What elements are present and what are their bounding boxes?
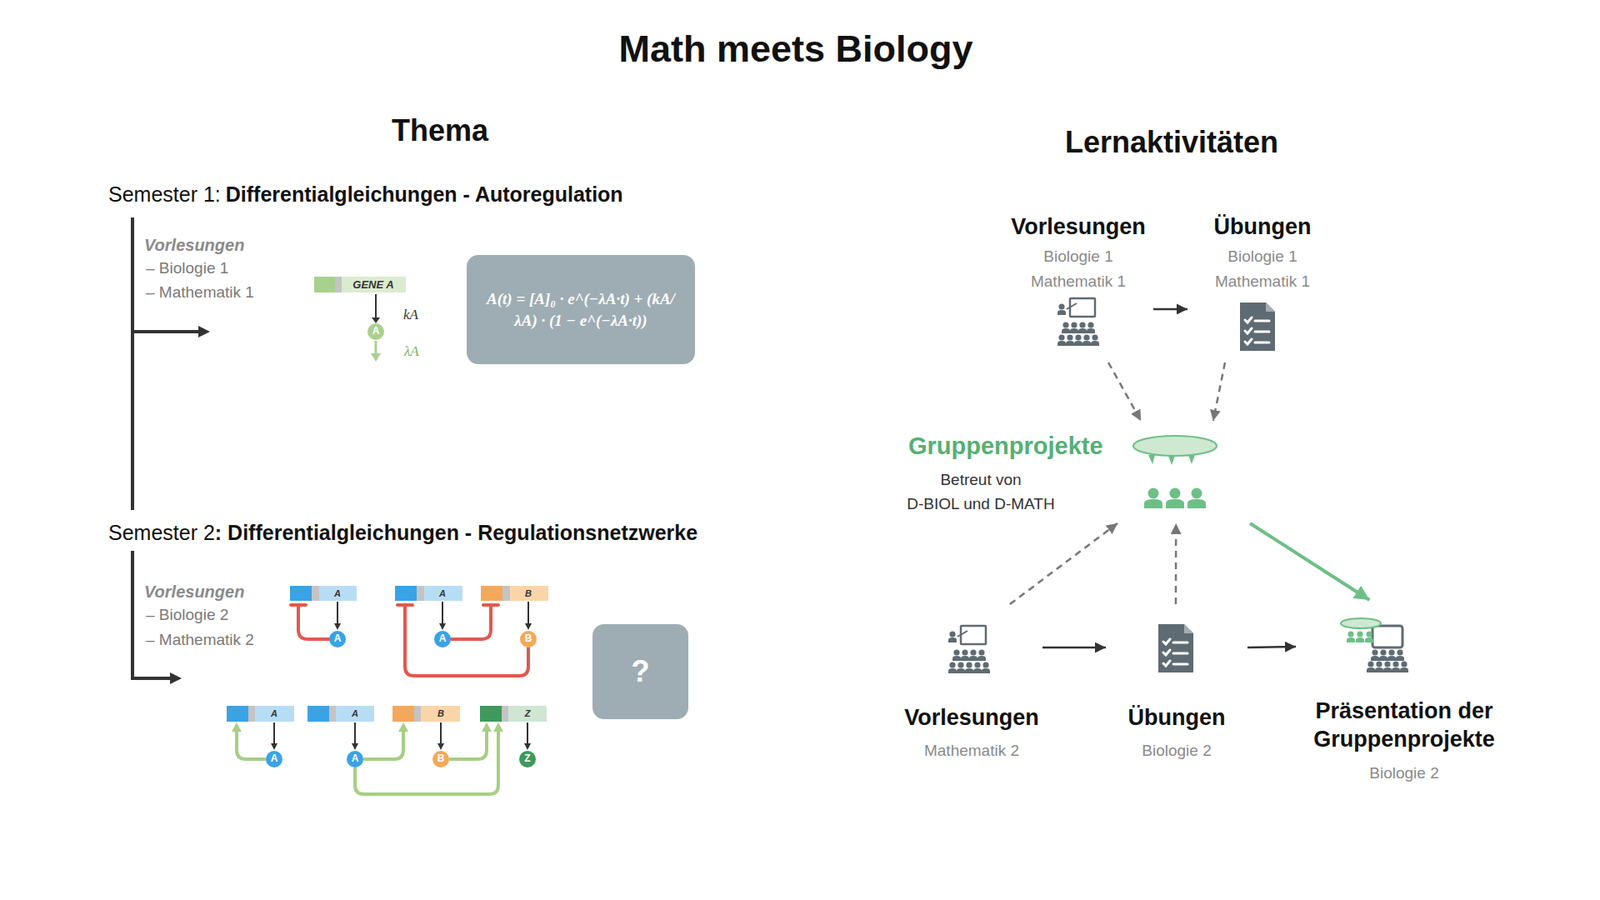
flow-arrow [1042, 646, 1106, 650]
protein-letter: A [439, 633, 447, 645]
section-heading: Thema [391, 113, 489, 148]
activity-title: Vorlesungen [1003, 213, 1154, 240]
activity-title: Vorlesungen [900, 704, 1043, 731]
flow-arrow [1247, 646, 1296, 648]
feeds-arrow [1213, 362, 1225, 421]
semester-label: Semester 1: [108, 182, 221, 207]
activity-title: Präsentation der Gruppenprojekte [1304, 696, 1505, 754]
feeds-arrow [1010, 523, 1118, 605]
protein-letter: B [437, 753, 445, 765]
gene-name: GENE A [352, 279, 394, 292]
semester-label: Semester 2 [108, 520, 215, 545]
activity-title: Übungen [1105, 704, 1248, 731]
semester-topic: : Differentialgleichungen - Regulationsn… [215, 520, 698, 545]
activity-detail: Biologie 2 [1105, 740, 1248, 760]
gene-letter: A [351, 708, 359, 720]
activation-line [236, 730, 499, 795]
protein-letter: Z [524, 753, 530, 765]
activity-title: Übungen [1187, 213, 1338, 240]
group-project: GruppenprojekteBetreut vonD-BIOL und D-M… [895, 420, 1250, 524]
activity-detail: Mathematik 2 [900, 740, 1043, 760]
gene-letter: Z [525, 708, 531, 720]
protein-letter: A [270, 753, 279, 765]
exercise-activity: ÜbungenBiologie 2 [1105, 604, 1248, 765]
formula-text: A(t) = [A]₀ · e^(−λA·t) + (kA/λA) · (1 −… [478, 288, 684, 331]
bracket-arrowhead [170, 325, 210, 685]
project-note: Betreut von [901, 467, 1060, 492]
feeds-arrow [1175, 523, 1178, 605]
protein-letter: B [525, 633, 533, 645]
presentation-activity: Präsentation der GruppenprojekteBiologie… [1295, 600, 1513, 788]
gene-letter: B [525, 588, 532, 600]
activity-detail: Biologie 2 [1295, 763, 1513, 783]
protein-letter: A [372, 325, 380, 338]
activity-detail: Biologie 1 [1003, 246, 1154, 266]
activity-detail: Mathematik 1 [1003, 271, 1154, 291]
section-heading: Lernaktivitäten [1065, 125, 1279, 160]
gene-letter: A [334, 588, 341, 600]
project-note: D-BIOL und D-MATH [901, 491, 1060, 516]
page-title: Math meets Biology [618, 27, 973, 71]
gene-letter: A [270, 708, 278, 720]
expression-arrowhead [270, 623, 532, 750]
feeds-arrow [1108, 362, 1141, 421]
semester-topic: Differentialgleichungen - Autoregulation [225, 182, 624, 207]
gene-bars [226, 585, 549, 722]
protein-circle [265, 630, 537, 768]
lecture-activity: VorlesungenMathematik 2 [900, 604, 1043, 765]
question-mark: ? [631, 654, 650, 690]
project-title: Gruppenprojekte [908, 431, 1117, 461]
lecture-heading: Vorlesungen [144, 582, 245, 602]
protein-letter: A [334, 633, 342, 645]
group-icon [1133, 435, 1217, 509]
activation-arrowhead [231, 722, 504, 732]
flow-arrow [1153, 308, 1188, 311]
lecture-heading: Vorlesungen [144, 235, 245, 255]
gene-autoregulation [314, 276, 406, 362]
activity-detail: Biologie 1 [1187, 246, 1338, 266]
expression-arrow [274, 601, 529, 745]
gene-letter: B [437, 708, 445, 720]
lecture-item: – Biologie 2 [145, 605, 229, 625]
exercise-icon [1240, 302, 1275, 351]
exercise-activity: ÜbungenBiologie 1 Mathematik 1 [1187, 208, 1338, 363]
lecture-item: – Mathematik 2 [145, 630, 255, 650]
presentation-icon [1340, 618, 1409, 673]
rate-symbol: λA [404, 343, 420, 360]
lecture-icon [1057, 298, 1100, 346]
lecture-activity: VorlesungenBiologie 1 Mathematik 1 [1003, 208, 1154, 363]
rate-symbol: kA [403, 306, 419, 324]
gene-letter: A [439, 588, 446, 600]
formula-box: A(t) = [A]₀ · e^(−λA·t) + (kA/λA) · (1 −… [466, 255, 695, 365]
question-box: ? [592, 624, 689, 720]
protein-letter: A [351, 753, 360, 765]
lecture-item: – Biologie 1 [145, 259, 229, 278]
activity-detail: Mathematik 1 [1187, 271, 1338, 291]
repression-line [290, 605, 529, 676]
lecture-item: – Mathematik 1 [145, 283, 255, 302]
exercise-icon [1158, 624, 1194, 673]
presentation-arrow [1250, 523, 1370, 600]
lecture-icon [948, 625, 990, 674]
